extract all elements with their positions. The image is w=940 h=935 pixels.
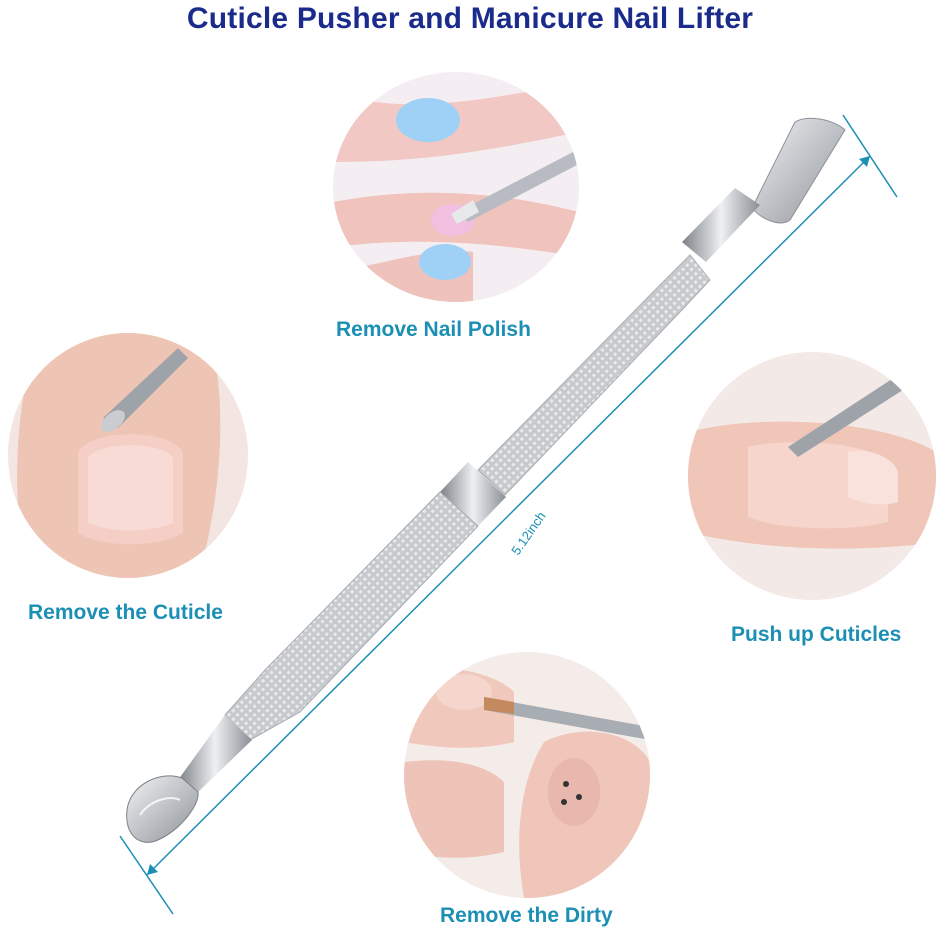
dimension-label: 5.12inch <box>508 509 548 558</box>
cuticle-pusher-tool <box>126 117 846 843</box>
push-cuticles-photo <box>688 352 936 600</box>
dimension-line <box>119 114 898 915</box>
page-title: Cuticle Pusher and Manicure Nail Lifter <box>186 2 754 35</box>
push-cuticles-label: Push up Cuticles <box>731 623 902 646</box>
remove-polish-photo <box>333 72 579 302</box>
remove-cuticle-photo <box>8 333 248 578</box>
remove-polish-label: Remove Nail Polish <box>336 318 531 341</box>
remove-dirty-label: Remove the Dirty <box>440 904 613 927</box>
remove-cuticle-label: Remove the Cuticle <box>28 601 223 624</box>
